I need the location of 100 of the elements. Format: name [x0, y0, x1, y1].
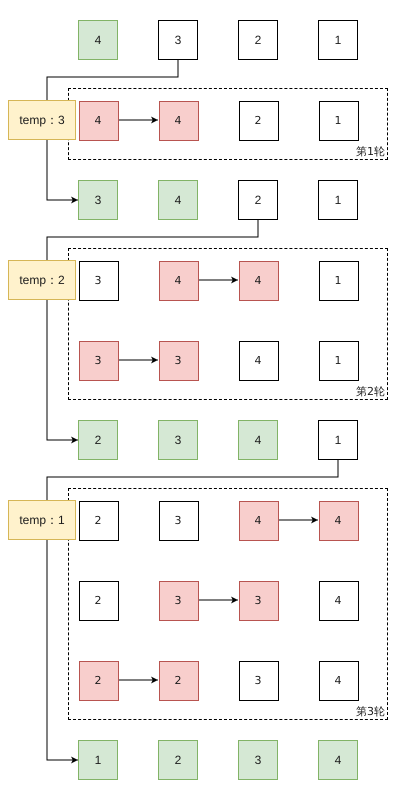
number-label: 3: [94, 193, 102, 207]
number-box: [78, 420, 118, 460]
round-label: 第1轮: [356, 146, 385, 157]
number-box: [319, 261, 359, 301]
number-label: 3: [94, 354, 102, 366]
number-label: 1: [334, 433, 342, 447]
number-label: 4: [334, 594, 342, 606]
number-label: 3: [174, 33, 182, 47]
number-box: [79, 261, 119, 301]
temp-box: [8, 100, 76, 140]
number-label: 2: [174, 674, 182, 686]
number-label: 3: [254, 753, 262, 767]
number-label: 4: [254, 514, 262, 526]
arrow: [198, 596, 238, 604]
number-box: [239, 581, 279, 621]
connector-line: [46, 460, 338, 500]
round-label: 第3轮: [356, 706, 385, 717]
temp-label: temp：1: [19, 512, 65, 528]
number-label: 4: [254, 433, 262, 447]
number-label: 4: [334, 674, 342, 686]
connector-line: [46, 220, 258, 260]
arrow: [118, 676, 158, 684]
number-label: 4: [94, 33, 102, 47]
number-label: 4: [334, 514, 342, 526]
number-box: [79, 341, 119, 381]
number-label: 4: [174, 193, 182, 207]
number-label: 2: [94, 594, 102, 606]
number-label: 3: [254, 674, 262, 686]
number-box: [318, 740, 358, 780]
connector-line: [46, 60, 178, 100]
number-label: 2: [94, 674, 102, 686]
number-box: [318, 180, 358, 220]
number-label: 3: [254, 594, 262, 606]
number-box: [159, 661, 199, 701]
number-box: [239, 501, 279, 541]
number-box: [78, 740, 118, 780]
number-label: 1: [334, 274, 342, 286]
number-box: [238, 740, 278, 780]
number-label: 3: [174, 433, 182, 447]
number-box: [79, 661, 119, 701]
number-box: [79, 501, 119, 541]
number-box: [158, 20, 198, 60]
number-label: 3: [94, 274, 102, 286]
number-box: [79, 101, 119, 141]
arrow: [46, 300, 78, 444]
arrow: [46, 140, 78, 204]
number-box: [159, 261, 199, 301]
round-group-frame: [68, 88, 388, 160]
number-label: 2: [254, 193, 262, 207]
number-label: 4: [254, 354, 262, 366]
temp-label: temp：3: [19, 112, 65, 128]
number-label: 2: [254, 33, 262, 47]
arrow: [46, 540, 78, 764]
number-box: [238, 180, 278, 220]
arrow: [118, 116, 158, 124]
number-box: [319, 581, 359, 621]
number-box: [319, 501, 359, 541]
number-label: 3: [174, 594, 182, 606]
number-box: [159, 501, 199, 541]
number-label: 3: [174, 354, 182, 366]
number-box: [159, 581, 199, 621]
number-label: 1: [94, 753, 102, 767]
arrow: [198, 276, 238, 284]
number-box: [239, 261, 279, 301]
number-box: [78, 180, 118, 220]
number-label: 3: [174, 514, 182, 526]
number-box: [319, 661, 359, 701]
number-box: [238, 20, 278, 60]
number-label: 2: [174, 753, 182, 767]
round-group-frame: [68, 248, 388, 400]
round-label: 第2轮: [356, 386, 385, 397]
number-label: 4: [174, 114, 182, 126]
number-box: [238, 420, 278, 460]
number-box: [319, 101, 359, 141]
arrow: [278, 516, 318, 524]
number-box: [78, 20, 118, 60]
number-label: 4: [94, 114, 102, 126]
number-box: [158, 740, 198, 780]
number-box: [159, 101, 199, 141]
number-label: 2: [94, 514, 102, 526]
number-box: [318, 20, 358, 60]
number-box: [239, 101, 279, 141]
number-box: [319, 341, 359, 381]
temp-box: [8, 260, 76, 300]
number-label: 4: [254, 274, 262, 286]
temp-box: [8, 500, 76, 540]
arrow: [118, 356, 158, 364]
number-box: [158, 420, 198, 460]
number-box: [318, 420, 358, 460]
number-label: 4: [174, 274, 182, 286]
temp-label: temp：2: [19, 272, 65, 288]
number-label: 1: [334, 193, 342, 207]
number-label: 1: [334, 114, 342, 126]
number-box: [79, 581, 119, 621]
number-label: 2: [94, 433, 102, 447]
number-label: 2: [254, 114, 262, 126]
number-box: [239, 341, 279, 381]
number-label: 4: [334, 753, 342, 767]
number-label: 1: [334, 354, 342, 366]
round-group-frame: [68, 488, 388, 720]
